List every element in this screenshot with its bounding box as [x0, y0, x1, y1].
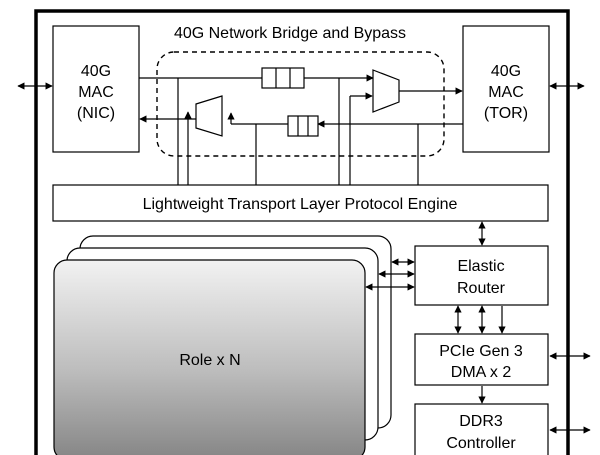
role-label: Role x N: [179, 352, 240, 369]
tx-mux: [372, 69, 400, 113]
mac-nic-box: [52, 25, 140, 153]
pcie-dma-line1: PCIe Gen 3: [439, 343, 523, 360]
elastic-router-line2: Router: [457, 280, 506, 297]
mac-tor-line2: MAC: [488, 84, 524, 101]
bridge-title: 40G Network Bridge and Bypass: [174, 25, 406, 42]
elastic-router-box: [414, 245, 549, 306]
transport-engine-label: Lightweight Transport Layer Protocol Eng…: [143, 196, 458, 213]
ddr3-line2: Controller: [446, 435, 516, 452]
mac-nic-line2: MAC: [78, 84, 114, 101]
tx-fifo: [261, 67, 305, 89]
bridge-region: [156, 51, 445, 157]
ddr3-box: [414, 403, 549, 455]
transport-engine-box: [52, 184, 549, 222]
rx-fifo: [287, 115, 319, 137]
elastic-router-line1: Elastic: [457, 258, 504, 275]
pcie-dma-box: [414, 333, 549, 386]
mac-tor-line3: (TOR): [484, 105, 528, 122]
mac-tor-box: [462, 25, 550, 153]
rx-mux: [195, 95, 223, 137]
ddr3-line1: DDR3: [459, 413, 503, 430]
mac-nic-line1: 40G: [81, 63, 111, 80]
mac-nic-line3: (NIC): [77, 105, 115, 122]
role-block: [53, 259, 366, 455]
pcie-dma-line2: DMA x 2: [451, 364, 512, 381]
mac-tor-line1: 40G: [491, 63, 521, 80]
outer-shell-frame: [34, 9, 570, 455]
